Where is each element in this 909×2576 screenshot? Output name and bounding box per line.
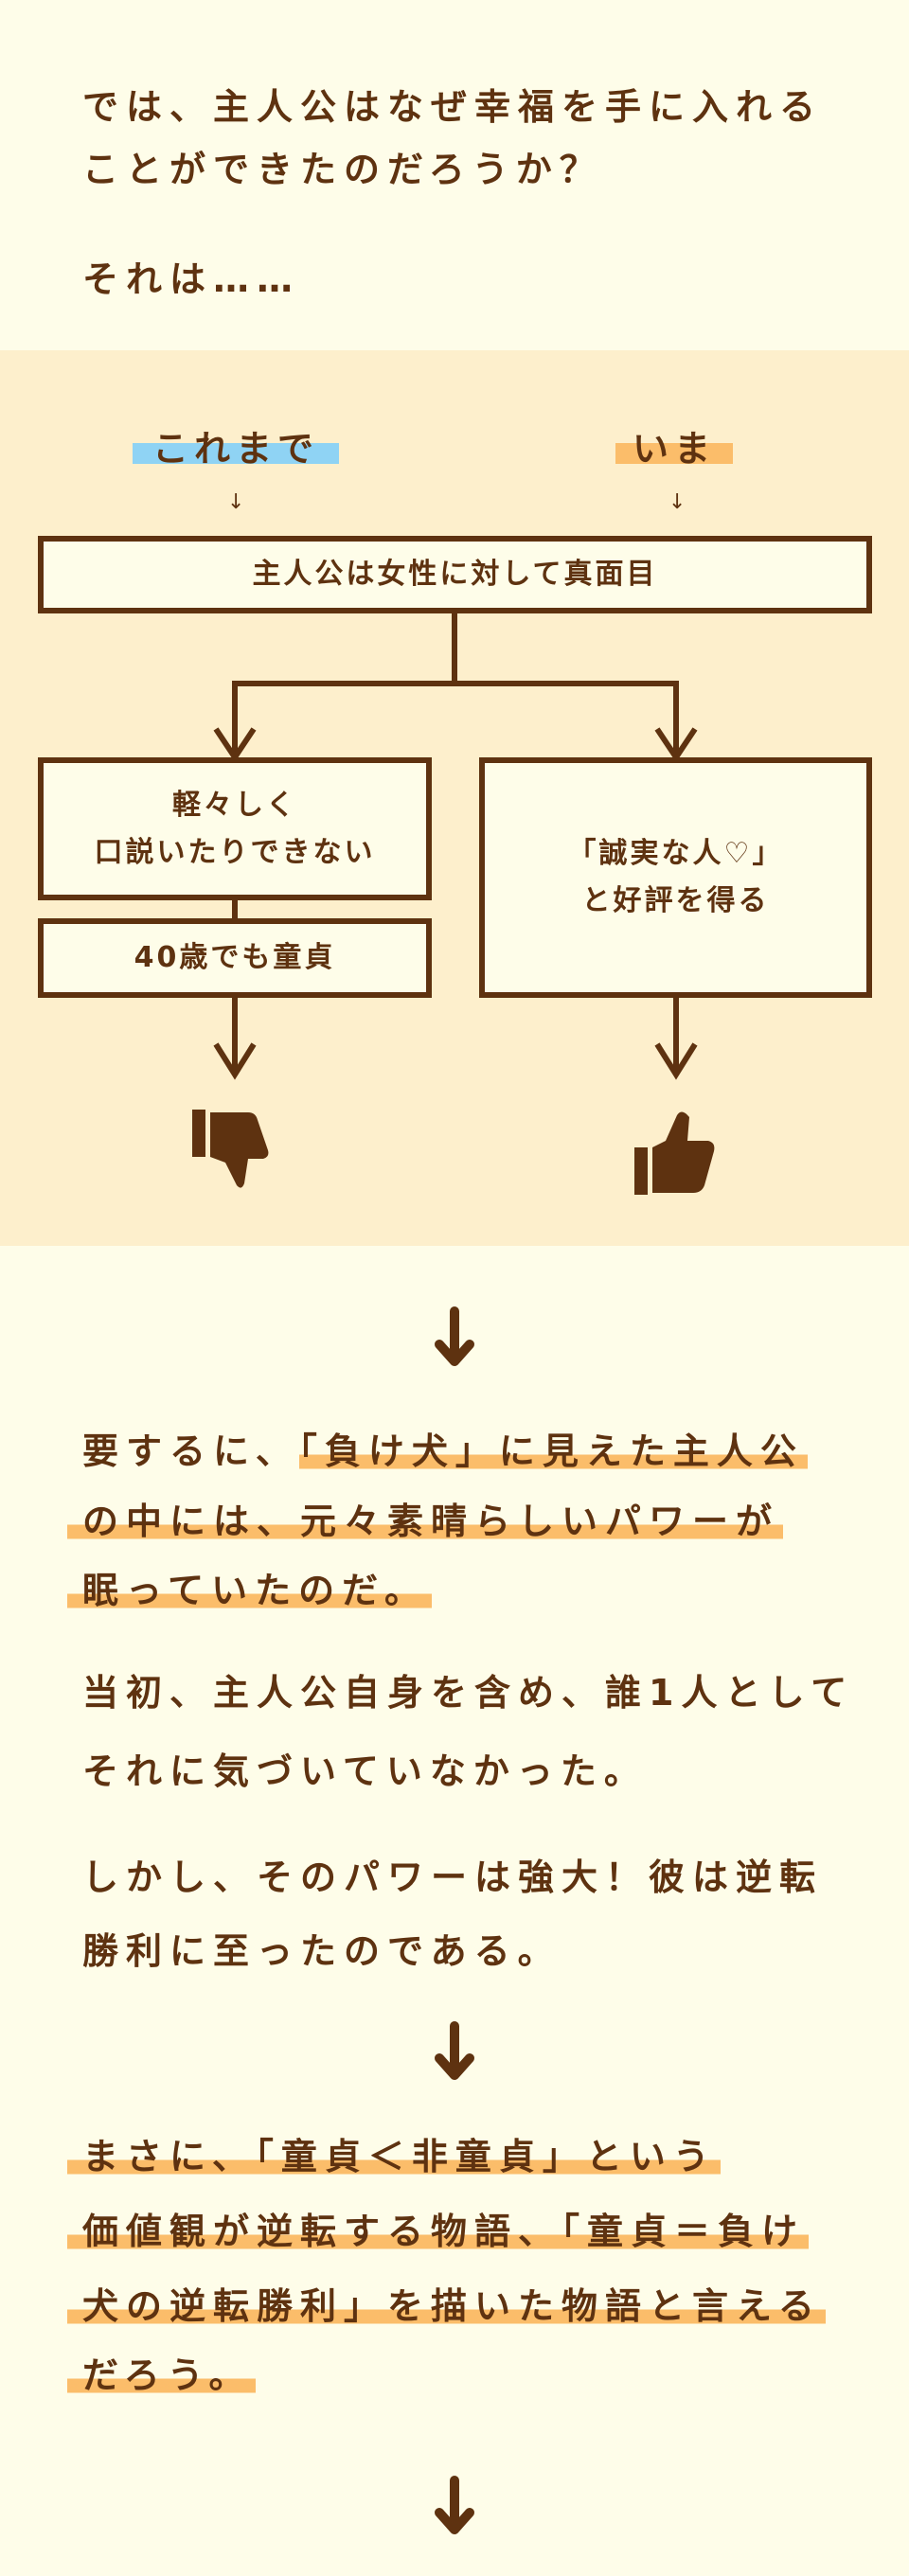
before-label-text: これまで bbox=[152, 428, 319, 470]
para4-line-1: まさに、「童貞＜非童貞」という bbox=[67, 2133, 721, 2180]
orange-highlight bbox=[615, 443, 733, 464]
intro-line-1: では、主人公はなぜ幸福を手に入れる bbox=[82, 86, 824, 128]
connector-left bbox=[232, 613, 457, 753]
para3-line-2: 勝利に至ったのである。 bbox=[82, 1930, 561, 1972]
para4-line1-highlight: まさに、「童貞＜非童貞」という bbox=[67, 2136, 721, 2177]
down-arrow-1 bbox=[435, 1306, 474, 1366]
para4-line3-highlight: 犬の逆転勝利」を描いた物語と言える bbox=[67, 2285, 826, 2327]
left-box-line-2: 口説いたりできない bbox=[94, 835, 376, 869]
para4-line4-highlight: だろう。 bbox=[67, 2354, 257, 2396]
small-down-arrow-left: ↓ bbox=[227, 490, 245, 514]
arrow-to-thumbs-up bbox=[654, 998, 698, 1080]
down-arrow-2 bbox=[435, 2021, 474, 2080]
para1-line2-highlight: の中には、元々素晴らしいパワーが bbox=[67, 1501, 784, 1542]
top-box-text: 主人公は女性に対して真面目 bbox=[252, 558, 658, 591]
para4-line-2: 価値観が逆転する物語、「童貞＝負け bbox=[67, 2208, 810, 2255]
right-box: 「誠実な人♡」 と好評を得る bbox=[479, 757, 872, 998]
left-box-2: 40歳でも童貞 bbox=[38, 918, 432, 998]
para1-line-2: の中には、元々素晴らしいパワーが bbox=[67, 1498, 784, 1545]
para1-line1-highlight: 「負け犬」に見えた主人公 bbox=[298, 1430, 808, 1472]
left-box-line-1: 軽々しく bbox=[172, 788, 297, 822]
blue-highlight bbox=[133, 443, 339, 464]
top-box: 主人公は女性に対して真面目 bbox=[38, 536, 872, 613]
intro-line-2: ことができたのだろうか？ bbox=[82, 149, 603, 190]
arrow-to-thumbs-down bbox=[213, 998, 257, 1080]
para4-line-4: だろう。 bbox=[67, 2352, 257, 2399]
now-label-text: いま bbox=[632, 428, 716, 470]
connector-right bbox=[454, 681, 679, 753]
thumbs-down-icon bbox=[192, 1110, 269, 1188]
para2-line-1: 当初、主人公自身を含め、誰1人として bbox=[82, 1672, 855, 1714]
left-box-2-text: 40歳でも童貞 bbox=[134, 941, 336, 974]
para1-line1-plain: 要するに、 bbox=[82, 1430, 299, 1472]
para4-line-3: 犬の逆転勝利」を描いた物語と言える bbox=[67, 2283, 826, 2330]
right-box-line-2: と好評を得る bbox=[581, 884, 770, 917]
now-label: いま bbox=[615, 430, 733, 468]
intro-lead: それは…… bbox=[82, 258, 301, 300]
right-box-line-1: 「誠実な人♡」 bbox=[567, 837, 784, 870]
para3-line-1: しかし、そのパワーは強大！彼は逆転 bbox=[82, 1856, 824, 1898]
thumbs-up-icon bbox=[634, 1111, 715, 1195]
down-arrow-3 bbox=[435, 2476, 474, 2534]
para1-line3-highlight: 眠っていたのだ。 bbox=[67, 1570, 432, 1611]
left-box: 軽々しく 口説いたりできない bbox=[38, 757, 432, 900]
small-down-arrow-right: ↓ bbox=[668, 490, 686, 514]
para1-line-1: 要するに、「負け犬」に見えた主人公 bbox=[82, 1428, 808, 1475]
before-label: これまで bbox=[133, 430, 339, 468]
para4-line2-highlight: 価値観が逆転する物語、「童貞＝負け bbox=[67, 2211, 810, 2252]
para2-line-2: それに気づいていなかった。 bbox=[82, 1750, 648, 1792]
para1-line-3: 眠っていたのだ。 bbox=[67, 1567, 432, 1614]
